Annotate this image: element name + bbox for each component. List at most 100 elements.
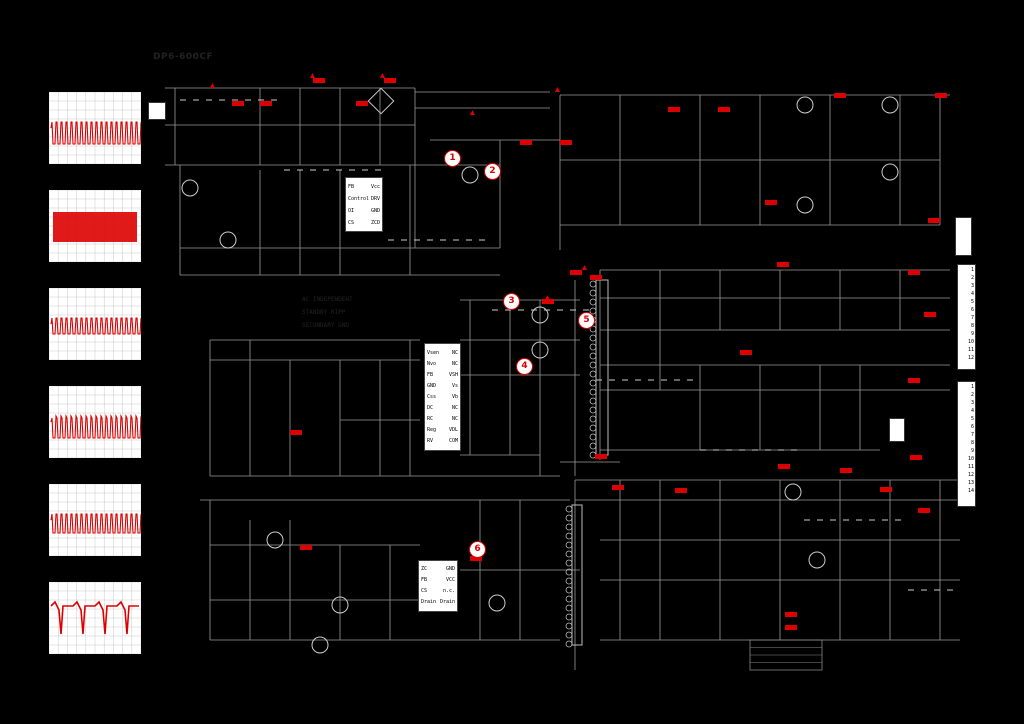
red-component-tag-3	[356, 101, 368, 106]
waveform-panel-2	[49, 190, 141, 262]
transformer-winding-1-81	[565, 586, 573, 594]
ic-pfc-pin-right-7: NC	[451, 416, 458, 422]
transformer-winding-1-72	[565, 577, 573, 585]
connector-bottom-pin-11: 11	[967, 464, 974, 470]
red-marker-triangle-3	[470, 110, 475, 115]
transistor-symbol-3	[531, 306, 549, 324]
legend-item-secondary-gnd: SECONDARY GND	[302, 322, 349, 329]
connector-bottom-pin-12: 12	[967, 472, 974, 478]
waveform-panel-3	[49, 288, 141, 360]
transistor-symbol-4	[531, 341, 549, 359]
connector-top-pin-4: 4	[970, 291, 974, 297]
ic-pfc-pin-left-2: Nvo	[427, 361, 437, 367]
transformer-winding-0-108	[589, 388, 597, 396]
ic-standby-pin-left-2: FB	[421, 577, 428, 583]
red-component-tag-13	[777, 262, 789, 267]
transistor-symbol-14	[488, 594, 506, 612]
transformer-winding-0-81	[589, 361, 597, 369]
transformer-winding-0-117	[589, 397, 597, 405]
transistor-symbol-10	[808, 551, 826, 569]
test-point-marker-1: 1	[444, 150, 461, 167]
transistor-symbol-11	[266, 531, 284, 549]
transformer-winding-1-54	[565, 559, 573, 567]
transformer-winding-1-63	[565, 568, 573, 576]
ic-main-pin-right-4: ZCD	[370, 220, 380, 226]
red-component-tag-26	[590, 275, 602, 280]
ic-pfc-pin-right-4: Vs	[451, 383, 458, 389]
legend-item-ac-independent: AC INDEPENDENT	[302, 296, 353, 303]
connector-top-pin-12: 12	[967, 355, 974, 361]
transistor-symbol-13	[311, 636, 329, 654]
red-component-tag-10	[935, 93, 947, 98]
transistor-symbol-1	[219, 231, 237, 249]
red-component-tag-9	[834, 93, 846, 98]
red-component-tag-20	[778, 464, 790, 469]
ic-standby-controller: ZC FB CS Drain GND VCC n.c. Drain	[418, 560, 458, 612]
red-component-tag-27	[570, 270, 582, 275]
test-point-marker-3: 3	[503, 293, 520, 310]
ic-standby-pin-left-3: CS	[421, 588, 428, 594]
transformer-core-0	[595, 279, 609, 456]
ic-standby-pin-right-1: GND	[445, 566, 455, 572]
transformer-winding-0-9	[589, 289, 597, 297]
ic-pfc-pin-left-3: FB	[427, 372, 434, 378]
legend-item-standby-ripp: STANDBY RIPP	[302, 309, 346, 316]
transformer-winding-0-126	[589, 406, 597, 414]
ic-pfc-pin-right-9: COM	[448, 438, 458, 444]
waveform-trace	[50, 413, 141, 439]
connector-bottom-pin-10: 10	[967, 456, 974, 462]
bridge-rectifier	[367, 87, 395, 115]
red-component-tag-15	[924, 312, 936, 317]
transformer-winding-0-135	[589, 415, 597, 423]
ic-main-controller: FB Control OI CS Vcc DRV GND ZCD	[345, 177, 383, 232]
red-component-tag-21	[918, 508, 930, 513]
waveform-trace	[50, 121, 141, 145]
red-component-tag-18	[910, 455, 922, 460]
red-component-tag-24	[542, 299, 554, 304]
ic-standby-pin-right-4: Drain	[439, 599, 455, 605]
red-component-tag-4	[384, 78, 396, 83]
test-point-marker-2: 2	[484, 163, 501, 180]
transformer-winding-0-153	[589, 433, 597, 441]
waveform-panel-6	[49, 582, 141, 654]
connector-bottom-pin-1: 1	[970, 384, 974, 390]
connector-bottom-pin-3: 3	[970, 400, 974, 406]
connector-bottom-pin-14: 14	[967, 488, 974, 494]
connector-top-pin-1: 1	[970, 267, 974, 273]
red-component-tag-0	[232, 101, 244, 106]
ic-pfc-pin-left-6: DC	[427, 405, 434, 411]
ic-pfc-pin-left-7: RC	[427, 416, 434, 422]
connector-bottom-pin-5: 5	[970, 416, 974, 422]
ic-standby-pin-left-1: ZC	[421, 566, 428, 572]
test-point-marker-6: 6	[469, 541, 486, 558]
red-component-tag-32	[675, 488, 687, 493]
red-component-tag-2	[313, 78, 325, 83]
waveform-5	[49, 484, 141, 556]
output-connector-bottom: 1 2 3 4 5 6 7 8 9 10 11 12 13 14	[957, 381, 976, 507]
red-component-tag-31	[612, 485, 624, 490]
waveform-2	[49, 190, 141, 262]
waveform-6	[49, 582, 141, 654]
connector-top-pin-5: 5	[970, 299, 974, 305]
transformer-winding-0-54	[589, 334, 597, 342]
transformer-winding-1-27	[565, 532, 573, 540]
red-marker-triangle-4	[555, 87, 560, 92]
ic-pfc-controller: Vsen Nvo FB GND Css DC RC Reg RV NC NC V…	[424, 343, 461, 451]
waveform-trace	[50, 513, 141, 534]
transformer-winding-1-99	[565, 604, 573, 612]
red-component-tag-8	[718, 107, 730, 112]
waveform-panel-4	[49, 386, 141, 458]
red-component-tag-30	[470, 556, 482, 561]
transformer-winding-1-108	[565, 613, 573, 621]
red-marker-triangle-5	[545, 295, 550, 300]
red-marker-triangle-1	[310, 73, 315, 78]
transistor-symbol-8	[796, 196, 814, 214]
output-connector-top: 1 2 3 4 5 6 7 8 9 10 11 12	[957, 264, 976, 370]
transformer-winding-0-162	[589, 442, 597, 450]
ic-standby-pin-right-3: n.c.	[442, 588, 455, 594]
connector-bottom-pin-2: 2	[970, 392, 974, 398]
transformer-winding-0-18	[589, 298, 597, 306]
red-marker-triangle-0	[210, 83, 215, 88]
